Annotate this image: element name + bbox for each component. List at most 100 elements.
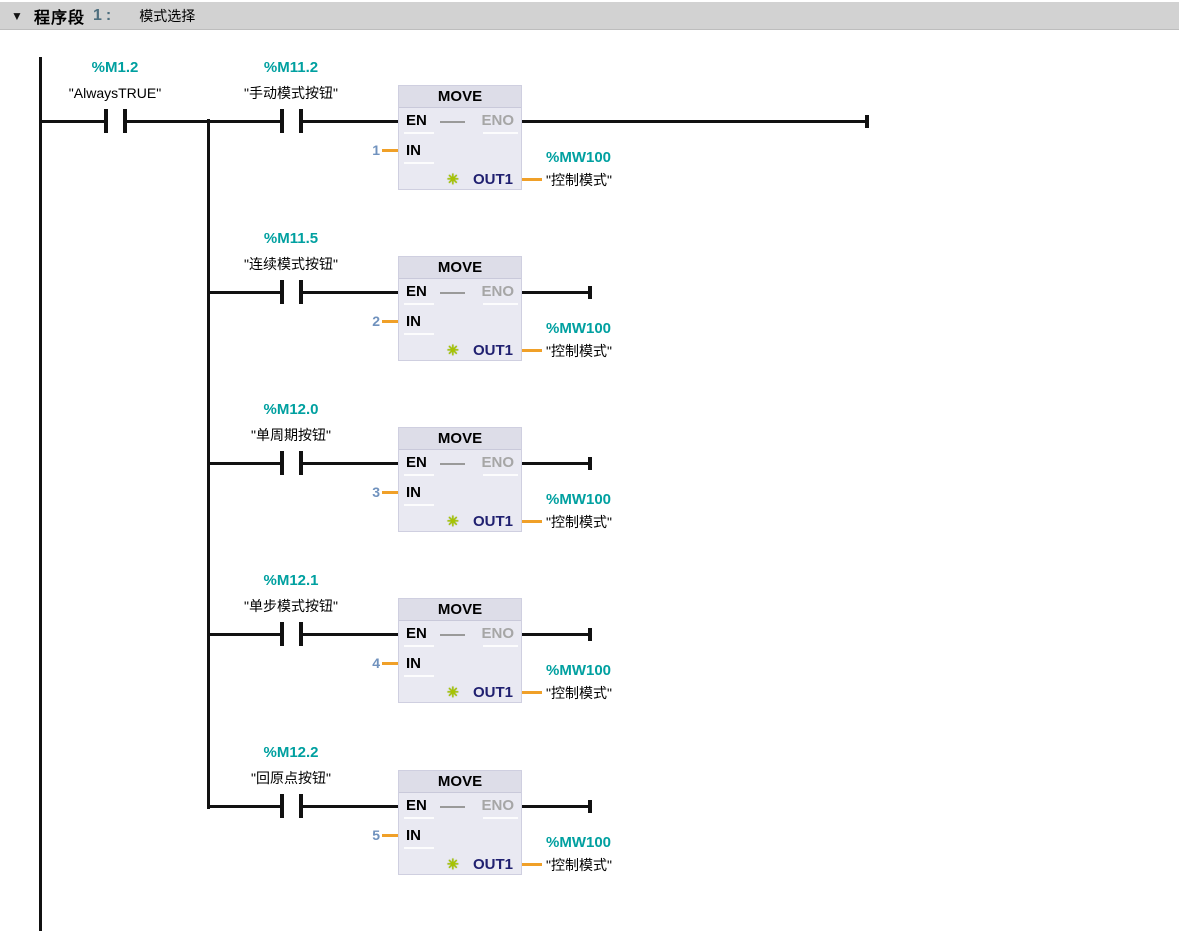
operand-name[interactable]: "手动模式按钮" xyxy=(244,85,338,101)
operand-name[interactable]: "控制模式" xyxy=(546,514,612,530)
param-in[interactable]: IN xyxy=(406,827,421,844)
divider xyxy=(404,817,434,819)
param-eno[interactable]: ENO xyxy=(481,625,514,642)
contact-bar xyxy=(280,451,284,475)
wire xyxy=(303,462,398,465)
contact-no[interactable] xyxy=(280,622,303,646)
param-out1[interactable]: OUT1 xyxy=(472,684,513,701)
contact-bar xyxy=(123,109,127,133)
contact-no[interactable] xyxy=(280,109,303,133)
wire xyxy=(522,120,865,123)
operand-name[interactable]: "连续模式按钮" xyxy=(244,256,338,272)
param-in[interactable]: IN xyxy=(406,484,421,501)
operand-name[interactable]: "回原点按钮" xyxy=(251,770,331,786)
param-out1[interactable]: OUT1 xyxy=(472,171,513,188)
divider xyxy=(404,504,434,506)
operand-name[interactable]: "控制模式" xyxy=(546,343,612,359)
operand-address[interactable]: %MW100 xyxy=(546,834,612,851)
divider xyxy=(483,817,518,819)
wire-in xyxy=(382,662,398,665)
contact-no[interactable] xyxy=(104,109,127,133)
en-eno-dash xyxy=(440,121,465,123)
move-block[interactable]: MOVE EN ENO IN ✳ OUT1 xyxy=(398,770,522,875)
network-header[interactable]: ▼ 程序段 1 : 模式选择 xyxy=(0,2,1179,30)
divider xyxy=(404,132,434,134)
operand-name[interactable]: "单周期按钮" xyxy=(251,427,331,443)
param-out1[interactable]: OUT1 xyxy=(472,856,513,873)
move-block[interactable]: MOVE EN ENO IN ✳ OUT1 xyxy=(398,598,522,703)
operand-name[interactable]: "控制模式" xyxy=(546,685,612,701)
wire xyxy=(303,805,398,808)
ladder-rung: %M11.5 "连续模式按钮" MOVE EN ENO IN ✳ OUT1 2 … xyxy=(0,226,1179,366)
block-title: MOVE xyxy=(399,599,521,621)
contact-bar xyxy=(280,109,284,133)
in-constant[interactable]: 5 xyxy=(372,827,380,843)
wire xyxy=(208,291,282,294)
operand-name[interactable]: "控制模式" xyxy=(546,172,612,188)
contact-bar xyxy=(280,622,284,646)
block-title: MOVE xyxy=(399,86,521,108)
divider xyxy=(404,303,434,305)
param-eno[interactable]: ENO xyxy=(481,797,514,814)
power-rail xyxy=(39,57,42,931)
param-en[interactable]: EN xyxy=(406,797,427,814)
operand-address[interactable]: %M1.2 xyxy=(91,59,139,76)
operand-address[interactable]: %M12.1 xyxy=(263,572,319,589)
operand-address[interactable]: %MW100 xyxy=(546,149,612,166)
param-en[interactable]: EN xyxy=(406,454,427,471)
param-eno[interactable]: ENO xyxy=(481,112,514,129)
network-number: 1 xyxy=(93,6,102,24)
contact-no[interactable] xyxy=(280,280,303,304)
param-out1[interactable]: OUT1 xyxy=(472,342,513,359)
param-en[interactable]: EN xyxy=(406,112,427,129)
param-eno[interactable]: ENO xyxy=(481,454,514,471)
param-in[interactable]: IN xyxy=(406,655,421,672)
operand-address[interactable]: %M12.2 xyxy=(263,744,319,761)
param-in[interactable]: IN xyxy=(406,142,421,159)
move-block[interactable]: MOVE EN ENO IN ✳ OUT1 xyxy=(398,427,522,532)
wire-in xyxy=(382,149,398,152)
operand-name[interactable]: "单步模式按钮" xyxy=(244,598,338,614)
contact-no[interactable] xyxy=(280,794,303,818)
contact-no[interactable] xyxy=(280,451,303,475)
asterisk-icon: ✳ xyxy=(447,856,459,872)
collapse-triangle-icon[interactable]: ▼ xyxy=(11,8,23,23)
wire xyxy=(522,291,590,294)
operand-address[interactable]: %M11.2 xyxy=(263,59,319,76)
param-en[interactable]: EN xyxy=(406,283,427,300)
operand-address[interactable]: %MW100 xyxy=(546,491,612,508)
wire xyxy=(208,633,282,636)
contact-bar xyxy=(299,794,303,818)
wire-end-tick xyxy=(588,286,592,299)
wire xyxy=(127,120,282,123)
param-out1[interactable]: OUT1 xyxy=(472,513,513,530)
param-en[interactable]: EN xyxy=(406,625,427,642)
move-block[interactable]: MOVE EN ENO IN ✳ OUT1 xyxy=(398,85,522,190)
move-block[interactable]: MOVE EN ENO IN ✳ OUT1 xyxy=(398,256,522,361)
in-constant[interactable]: 3 xyxy=(372,484,380,500)
operand-address[interactable]: %MW100 xyxy=(546,320,612,337)
contact-bar xyxy=(299,451,303,475)
operand-name[interactable]: "AlwaysTRUE" xyxy=(68,85,162,101)
divider xyxy=(404,675,434,677)
operand-address[interactable]: %MW100 xyxy=(546,662,612,679)
divider xyxy=(404,333,434,335)
in-constant[interactable]: 1 xyxy=(372,142,380,158)
wire xyxy=(522,633,590,636)
param-eno[interactable]: ENO xyxy=(481,283,514,300)
network-title[interactable]: 模式选择 xyxy=(139,7,196,24)
operand-address[interactable]: %M11.5 xyxy=(263,230,319,247)
operand-name[interactable]: "控制模式" xyxy=(546,857,612,873)
ladder-rung: %M1.2 "AlwaysTRUE" %M11.2 "手动模式按钮" MOVE … xyxy=(0,55,1179,195)
divider xyxy=(483,132,518,134)
param-in[interactable]: IN xyxy=(406,313,421,330)
asterisk-icon: ✳ xyxy=(447,342,459,358)
wire-out xyxy=(522,520,542,523)
operand-address[interactable]: %M12.0 xyxy=(263,401,319,418)
in-constant[interactable]: 4 xyxy=(372,655,380,671)
divider xyxy=(404,474,434,476)
wire-in xyxy=(382,834,398,837)
in-constant[interactable]: 2 xyxy=(372,313,380,329)
ladder-rung: %M12.1 "单步模式按钮" MOVE EN ENO IN ✳ OUT1 4 … xyxy=(0,568,1179,708)
block-title: MOVE xyxy=(399,257,521,279)
